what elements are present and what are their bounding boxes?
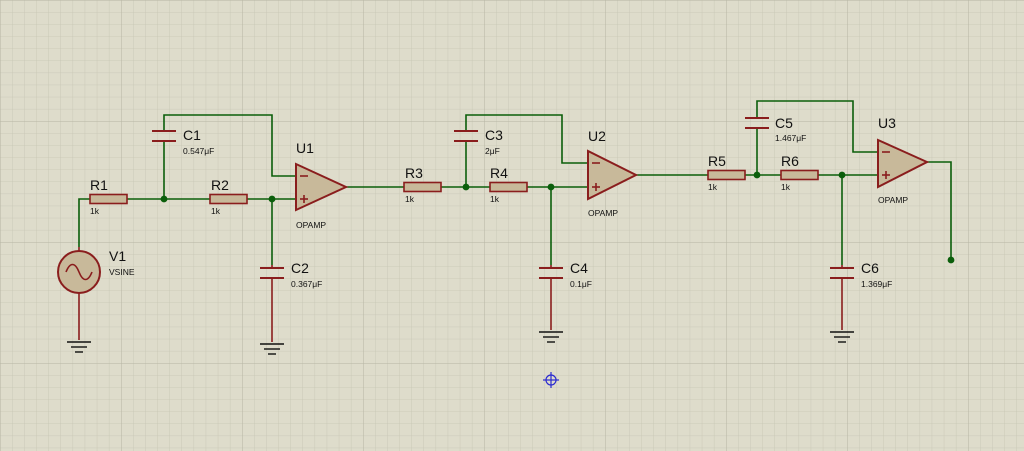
ground-icon — [260, 343, 284, 355]
c3-ref-label: C3 — [485, 127, 503, 143]
c6-value-label: 1.369μF — [861, 279, 892, 289]
junction-dot — [268, 195, 276, 203]
c5-capacitor[interactable] — [745, 117, 769, 129]
u3-opamp[interactable] — [877, 138, 930, 189]
junction-dot — [838, 171, 846, 179]
c5-value-label: 1.467μF — [775, 133, 806, 143]
v1-ref-label: V1 — [109, 248, 126, 264]
junction-dot — [462, 183, 470, 191]
u2-ref-label: U2 — [588, 128, 606, 144]
u3-value-label: OPAMP — [878, 195, 908, 205]
r3-value-label: 1k — [405, 194, 415, 204]
r1-resistor[interactable] — [89, 193, 128, 205]
r3-ref-label: R3 — [405, 165, 423, 181]
ground-icon — [830, 331, 854, 343]
c6-ref-label: C6 — [861, 260, 879, 276]
u1-value-label: OPAMP — [296, 220, 326, 230]
origin-marker-icon — [543, 372, 559, 388]
r5-value-label: 1k — [708, 182, 718, 192]
c1-capacitor[interactable] — [152, 130, 176, 142]
u3-ref-label: U3 — [878, 115, 896, 131]
v1-vsine-source[interactable] — [57, 247, 101, 340]
output-terminal[interactable] — [947, 256, 955, 264]
wires — [78, 100, 952, 265]
c4-ref-label: C4 — [570, 260, 588, 276]
c4-value-label: 0.1μF — [570, 279, 592, 289]
c5-ref-label: C5 — [775, 115, 793, 131]
c1-ref-label: C1 — [183, 127, 201, 143]
r6-value-label: 1k — [781, 182, 791, 192]
c2-ref-label: C2 — [291, 260, 309, 276]
c3-capacitor[interactable] — [454, 130, 478, 142]
r1-value-label: 1k — [90, 206, 100, 216]
u1-opamp[interactable] — [295, 162, 349, 212]
junction-dot — [547, 183, 555, 191]
ground-icon — [67, 341, 91, 353]
junction-dot — [753, 171, 761, 179]
c4-capacitor[interactable] — [539, 265, 563, 330]
r1-ref-label: R1 — [90, 177, 108, 193]
r4-value-label: 1k — [490, 194, 500, 204]
r4-resistor[interactable] — [489, 181, 528, 193]
c1-value-label: 0.547μF — [183, 146, 214, 156]
r6-ref-label: R6 — [781, 153, 799, 169]
r2-ref-label: R2 — [211, 177, 229, 193]
c2-value-label: 0.367μF — [291, 279, 322, 289]
r2-resistor[interactable] — [209, 193, 248, 205]
u2-value-label: OPAMP — [588, 208, 618, 218]
r4-ref-label: R4 — [490, 165, 508, 181]
r5-ref-label: R5 — [708, 153, 726, 169]
c6-capacitor[interactable] — [830, 265, 854, 330]
u1-ref-label: U1 — [296, 140, 314, 156]
r6-resistor[interactable] — [780, 169, 819, 181]
c3-value-label: 2μF — [485, 146, 500, 156]
ground-icon — [539, 331, 563, 343]
r3-resistor[interactable] — [403, 181, 442, 193]
u2-opamp[interactable] — [587, 149, 639, 201]
r5-resistor[interactable] — [707, 169, 746, 181]
c2-capacitor[interactable] — [260, 265, 284, 342]
r2-value-label: 1k — [211, 206, 221, 216]
junction-dot — [160, 195, 168, 203]
v1-value-label: VSINE — [109, 267, 135, 277]
